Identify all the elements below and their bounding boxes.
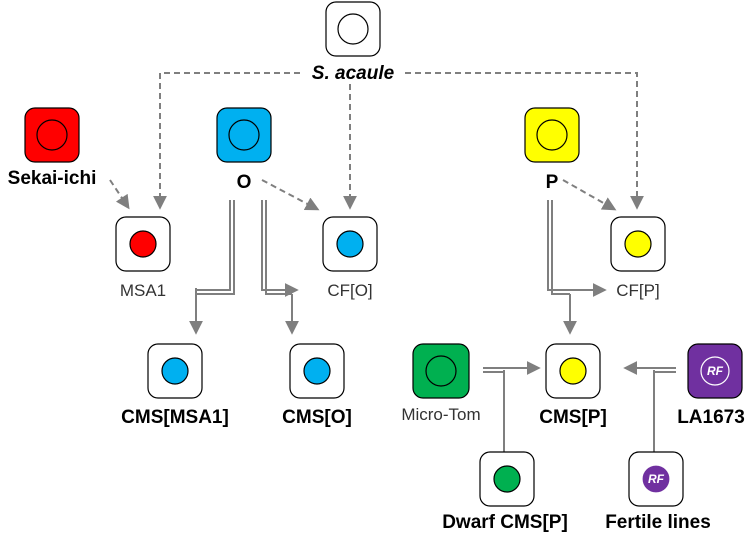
node-micro-tom <box>412 343 470 399</box>
cross-o-cfo <box>261 200 299 335</box>
label-cms-msa1: CMS[MSA1] <box>121 407 229 428</box>
label-sekai-ichi: Sekai-ichi <box>8 168 97 189</box>
node-msa1 <box>115 216 171 272</box>
node-cms-o <box>289 343 345 399</box>
connectors <box>109 72 676 469</box>
cross-p-cfp <box>547 200 607 335</box>
s-acaule-dashed-lines <box>109 72 644 211</box>
cross-la1673-cmsp <box>623 361 676 469</box>
label-micro-tom: Micro-Tom <box>401 405 480 424</box>
label-cf-o: CF[O] <box>327 281 372 300</box>
label-s-acaule: S. acaule <box>312 63 395 84</box>
label-p: P <box>546 172 559 193</box>
label-dwarf-cms-p: Dwarf CMS[P] <box>442 512 568 533</box>
node-o <box>216 107 272 163</box>
rf-marker-fertile-lines: RF <box>648 472 665 486</box>
node-sekai-ichi <box>24 107 80 163</box>
cross-o-msa1 <box>189 200 235 335</box>
label-fertile-lines: Fertile lines <box>605 512 711 533</box>
node-la1673: RF <box>687 343 743 399</box>
node-cms-p <box>545 343 601 399</box>
node-cms-msa1 <box>147 343 203 399</box>
labels: S. acaule Sekai-ichi O P MSA1 CF[O] CF[P… <box>8 63 745 533</box>
node-cf-p <box>610 216 666 272</box>
label-cms-o: CMS[O] <box>282 407 352 428</box>
label-o: O <box>237 172 252 193</box>
label-la1673: LA1673 <box>677 407 745 428</box>
node-cf-o <box>322 216 378 272</box>
label-cms-p: CMS[P] <box>539 407 607 428</box>
cross-microtom-cmsp <box>483 361 541 469</box>
node-s-acaule <box>325 1 381 57</box>
rf-marker-la1673: RF <box>707 364 724 378</box>
node-fertile-lines: RF <box>628 451 684 507</box>
label-cf-p: CF[P] <box>616 281 659 300</box>
node-dwarf-cms-p <box>479 451 535 507</box>
node-p <box>524 107 580 163</box>
label-msa1: MSA1 <box>120 281 166 300</box>
